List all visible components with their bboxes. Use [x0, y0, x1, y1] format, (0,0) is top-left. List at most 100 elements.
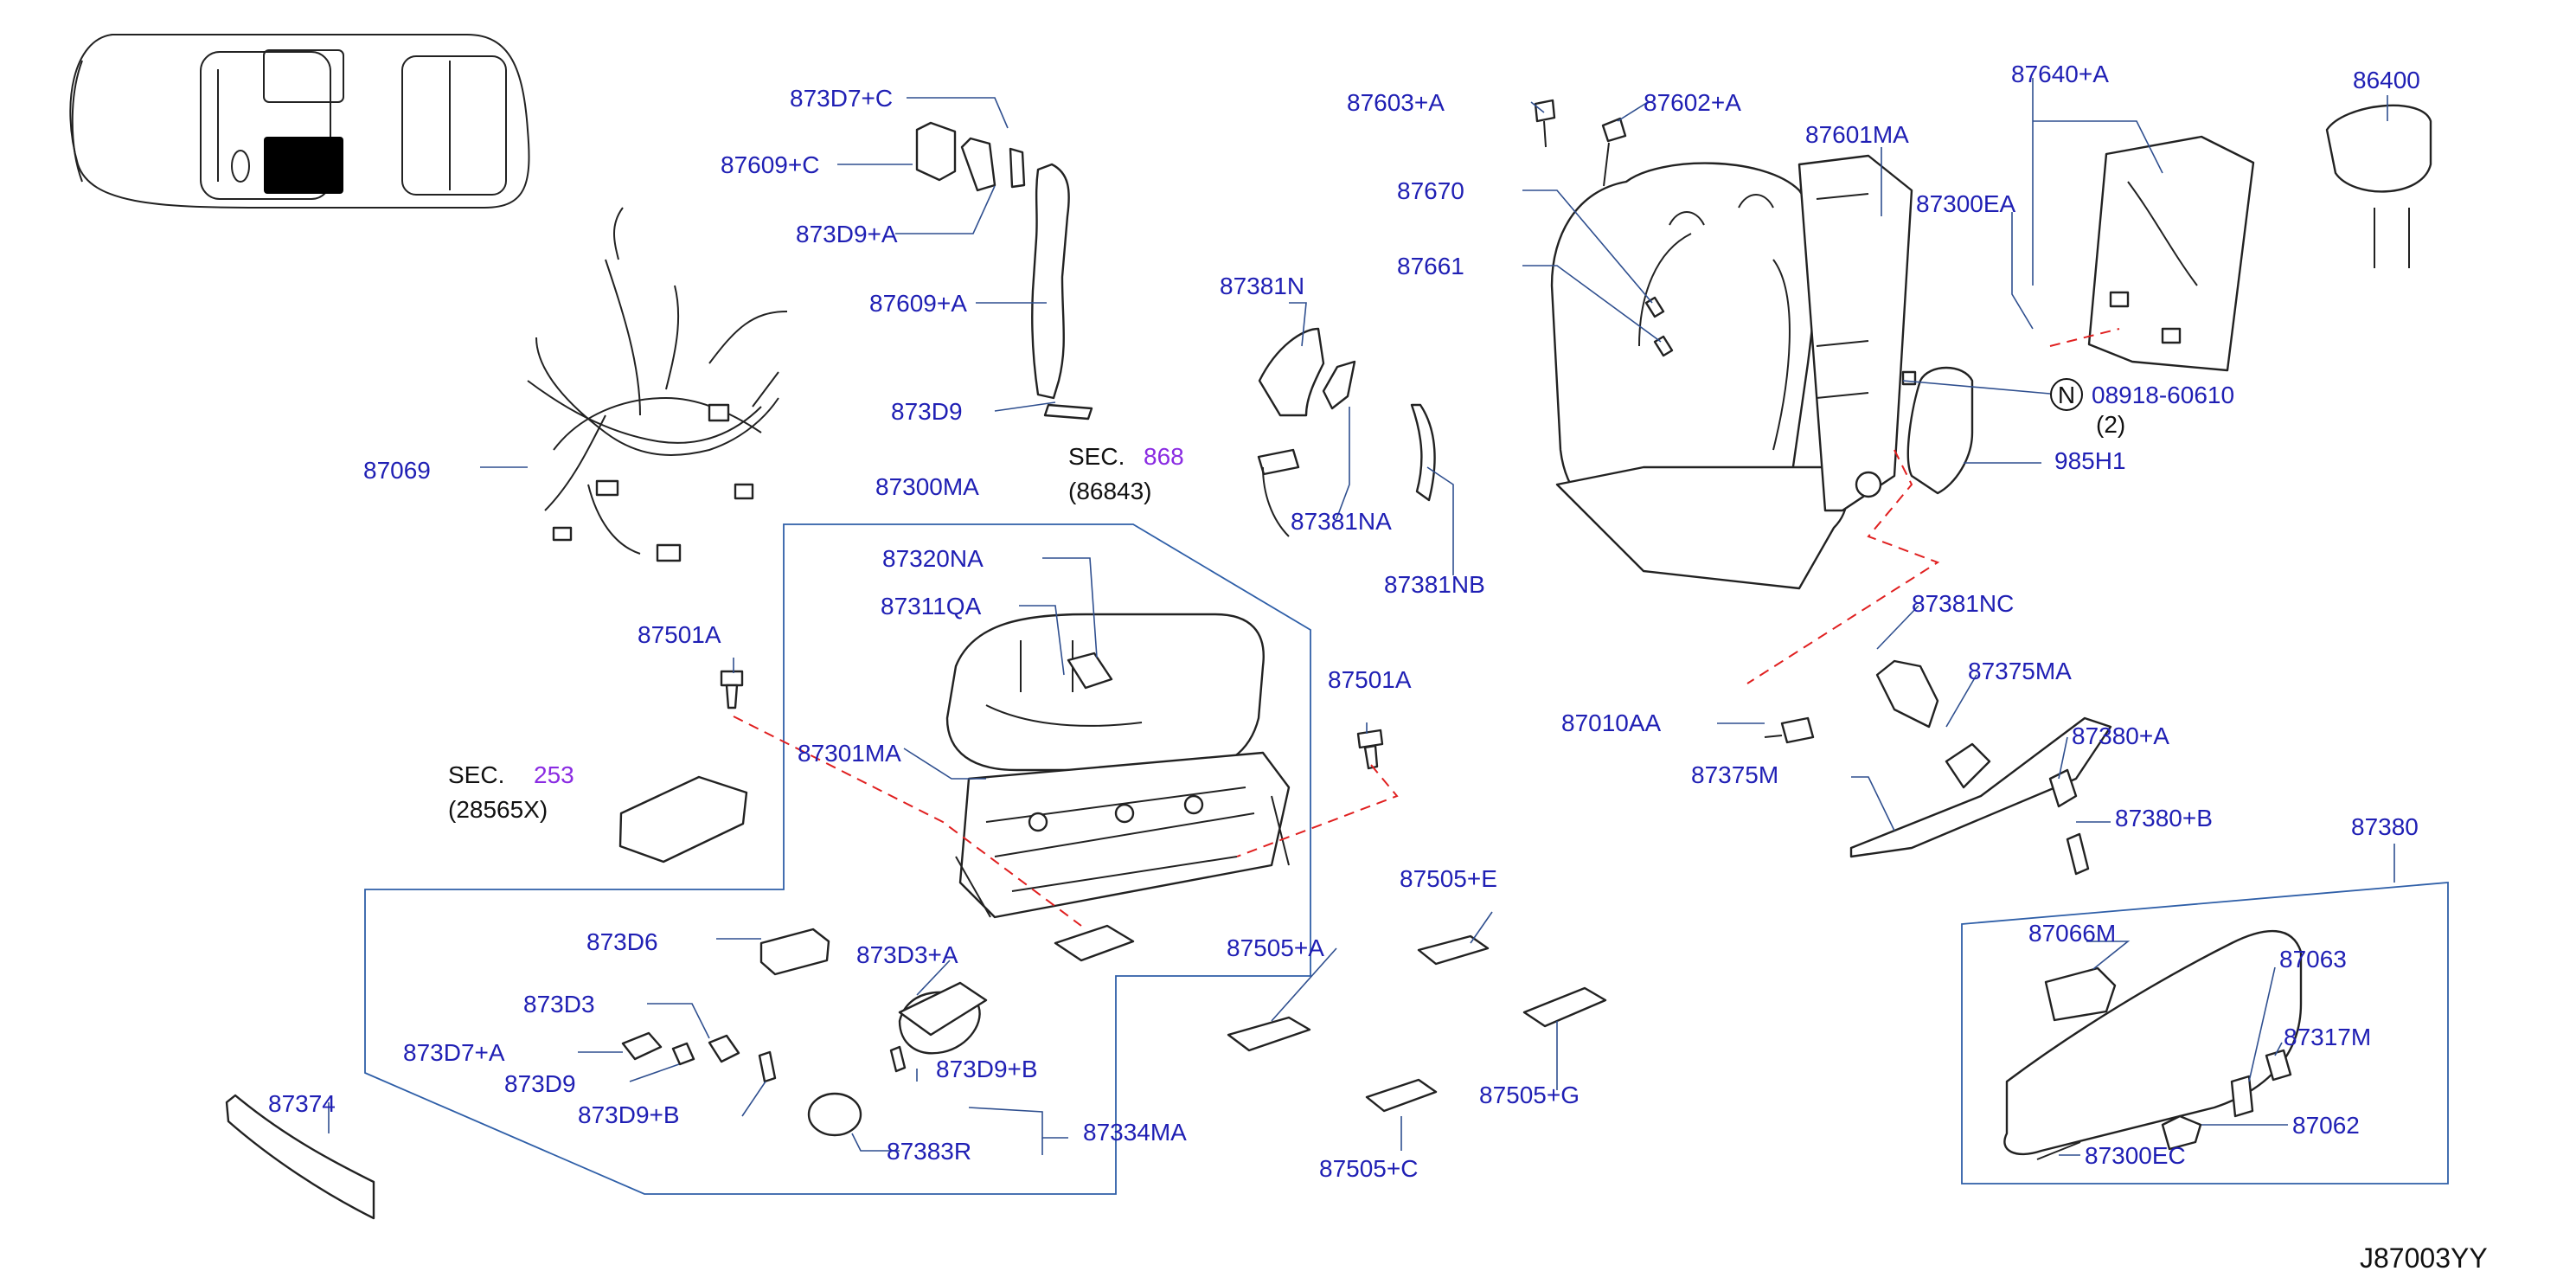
bolt-87501a-right: [1356, 729, 1384, 770]
trim-87381nc: [1875, 659, 1939, 729]
label-87063: 87063: [2279, 946, 2347, 973]
seat-cushion: [945, 613, 1265, 772]
label-87320na: 87320NA: [882, 545, 984, 572]
sec-ref-253: SEC. 253 (28565X): [448, 761, 574, 823]
knob-87062: [2161, 1114, 2202, 1151]
label-87670: 87670: [1397, 177, 1464, 204]
bolt-87501a-left: [720, 670, 744, 709]
part-873d6: [759, 928, 830, 976]
label-873d7c: 873D7+C: [790, 85, 893, 112]
bolt-symbol-letter: N: [2058, 382, 2075, 408]
label-87300ec: 87300EC: [2085, 1142, 2186, 1169]
label-87602a: 87602+A: [1644, 89, 1741, 116]
label-87640a: 87640+A: [2011, 61, 2109, 87]
knob-87505e: [1417, 934, 1490, 966]
part-87317m: [2265, 1049, 2292, 1082]
trim-87380a: [2048, 768, 2078, 808]
bolt-qty: (2): [2096, 411, 2125, 438]
seat-belt-buckle: [1257, 448, 1300, 537]
label-87661: 87661: [1397, 253, 1464, 279]
label-873d3: 873D3: [523, 991, 595, 1018]
trim-87374: [225, 1094, 375, 1220]
lower-left-parts: [621, 928, 988, 1137]
label-87375m: 87375M: [1691, 761, 1778, 788]
label-87501a-right: 87501A: [1328, 666, 1412, 693]
leader-lines: [328, 78, 2395, 1156]
sec-253-module: [618, 775, 748, 863]
disc-87383r: [807, 1092, 862, 1137]
sec-868-number: 868: [1144, 443, 1184, 470]
knob-87505a: [1227, 1016, 1311, 1052]
label-873d7a: 873D7+A: [403, 1039, 505, 1066]
headrest-86400: [2325, 104, 2432, 268]
sec-253-sub: (28565X): [448, 796, 548, 823]
knob-87063: [2230, 1075, 2254, 1118]
knob-group: [1227, 934, 1607, 1113]
part-873d3: [708, 1034, 740, 1063]
label-87501a-left: 87501A: [638, 621, 721, 648]
clip-87300ec: [2036, 1141, 2081, 1160]
label-87300ma: 87300MA: [875, 473, 979, 500]
bolt-part-number: 08918-60610: [2092, 382, 2234, 408]
bracket-87375ma: [1945, 742, 1991, 789]
label-87505a: 87505+A: [1227, 934, 1324, 961]
label-87381nc: 87381NC: [1912, 590, 2014, 617]
label-87505c: 87505+C: [1319, 1155, 1418, 1182]
sec-253-number: 253: [534, 761, 574, 788]
knob-87505g: [1522, 986, 1607, 1028]
sec-868-prefix: SEC.: [1068, 443, 1125, 470]
label-873d3a: 873D3+A: [856, 941, 958, 968]
label-87601ma: 87601MA: [1805, 121, 1909, 148]
trim-87375m: [1849, 716, 2112, 858]
label-87301ma: 87301MA: [798, 740, 901, 767]
label-87381n: 87381N: [1220, 273, 1304, 299]
seat-back-frame: [1797, 154, 1913, 512]
label-86400: 86400: [2353, 67, 2420, 93]
group-outline-87300ma: [364, 523, 1311, 1195]
label-87066m: 87066M: [2028, 920, 2116, 947]
label-873d6: 873D6: [586, 928, 658, 955]
lower-right-trims: [1764, 659, 2112, 876]
label-87381nb: 87381NB: [1384, 571, 1485, 598]
bolt-87010aa: [1780, 716, 1815, 744]
label-87609a: 87609+A: [869, 290, 967, 317]
part-873d9-small: [671, 1042, 695, 1066]
label-87380: 87380: [2351, 813, 2419, 840]
label-985h1: 985H1: [2054, 447, 2126, 474]
bolt-symbol-circle: [2050, 378, 2083, 411]
group-87380: [1961, 882, 2449, 1184]
duct-873d3a: [898, 981, 988, 1037]
label-87300ea: 87300EA: [1916, 190, 2016, 217]
label-87505e: 87505+E: [1400, 865, 1497, 892]
sec-ref-868: SEC. 868 (86843): [1068, 443, 1184, 504]
label-87311qa: 87311QA: [881, 593, 982, 620]
label-87062: 87062: [2292, 1112, 2360, 1139]
label-87383r: 87383R: [887, 1138, 971, 1165]
label-87010aa: 87010AA: [1561, 709, 1662, 736]
sec-868-sub: (86843): [1068, 478, 1152, 504]
label-87375ma: 87375MA: [1968, 658, 2072, 684]
dashed-guides: [733, 328, 2120, 927]
label-87374: 87374: [268, 1090, 336, 1117]
seat-back: [1550, 162, 1849, 590]
label-87381na: 87381NA: [1291, 508, 1392, 535]
sec-253-prefix: SEC.: [448, 761, 504, 788]
label-87317m: 87317M: [2284, 1024, 2371, 1050]
connector-group: [915, 121, 1093, 421]
label-873d9b-left: 873D9+B: [578, 1101, 680, 1128]
label-873d9-small: 873D9: [504, 1070, 576, 1097]
label-87380a: 87380+A: [2072, 722, 2169, 749]
trim-87381n-group: [1258, 327, 1436, 502]
label-87505g: 87505+G: [1479, 1082, 1580, 1108]
switch-87066m: [2044, 966, 2117, 1022]
label-87334ma: 87334MA: [1083, 1119, 1187, 1146]
label-87609c: 87609+C: [721, 151, 819, 178]
back-panel: [2087, 135, 2255, 372]
part-labels: 873D7+C 87609+C 873D9+A 87609+A 873D9 87…: [268, 61, 2420, 1182]
wiring-harness: [527, 207, 788, 562]
label-87380b: 87380+B: [2115, 805, 2213, 831]
knob-87505c: [1365, 1078, 1438, 1113]
highlighted-seat: [264, 137, 343, 194]
label-87069: 87069: [363, 457, 431, 484]
